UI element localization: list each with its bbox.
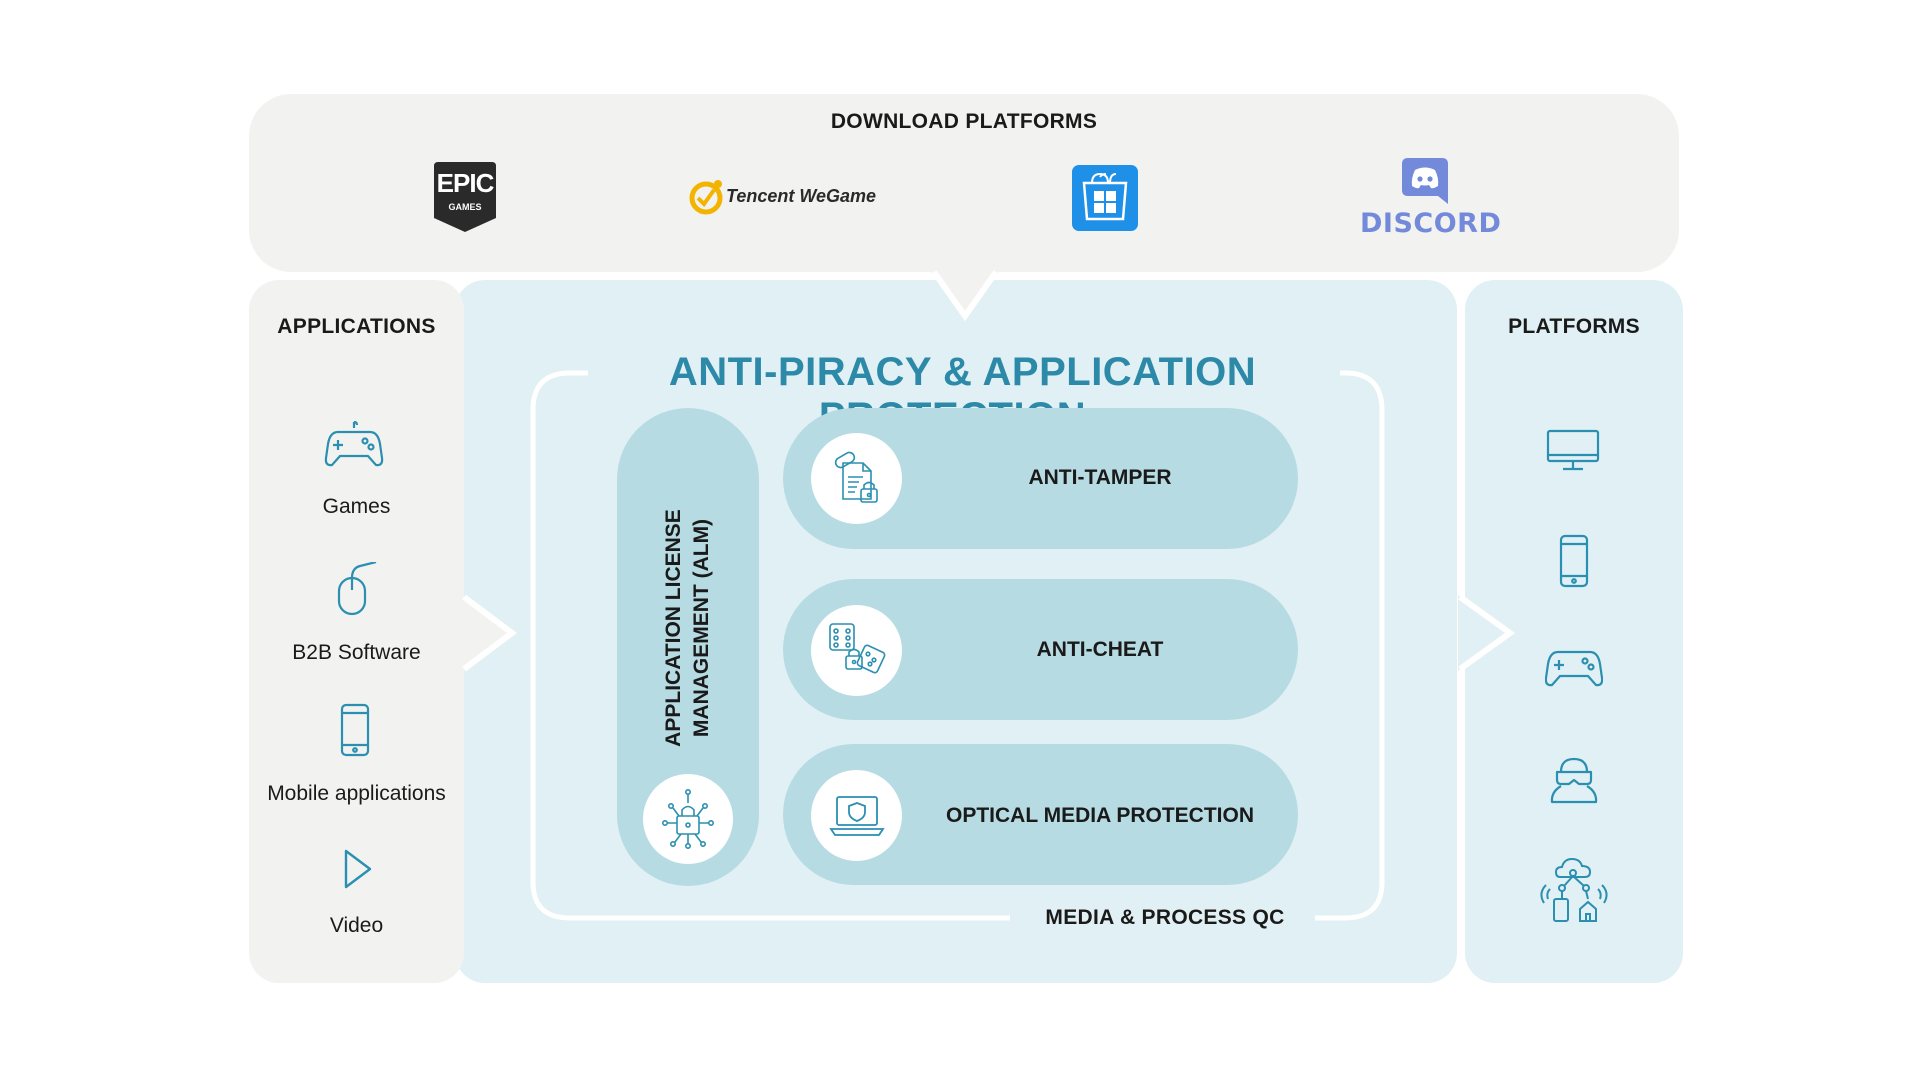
anti-cheat-icon-circle (811, 605, 902, 696)
anti-cheat-label: ANTI-CHEAT (1036, 638, 1164, 661)
microsoft-store-logo[interactable] (1072, 165, 1138, 231)
epic-logo-line2: GAMES (448, 202, 482, 212)
discord-bubble-icon (1402, 158, 1448, 204)
mouse-icon (337, 562, 377, 616)
alm-label-line1: APPLICATION LICENSE (662, 509, 685, 747)
epic-games-shield-icon (434, 162, 496, 232)
gamepad-icon (1545, 650, 1603, 687)
discord-logo[interactable]: DISCORD (1360, 158, 1502, 239)
circuit-lock-icon (662, 788, 714, 849)
dice-lock-icon (828, 622, 885, 673)
anti-tamper-label: ANTI-TAMPER (1028, 466, 1172, 489)
top-connector-arrow (930, 270, 1000, 322)
smartphone-icon (340, 703, 370, 757)
vr-headset-icon (1550, 757, 1598, 804)
play-icon (344, 849, 372, 889)
platforms-heading: PLATFORMS (1508, 315, 1640, 338)
smartphone-icon (1559, 534, 1589, 588)
cloud-iot-icon (1540, 857, 1608, 922)
applications-heading: APPLICATIONS (277, 315, 436, 338)
media-process-qc-wrap: MEDIA & PROCESS QC (1015, 906, 1315, 930)
alm-label-wrap: APPLICATION LICENSE MANAGEMENT (ALM) (558, 505, 818, 747)
applications-panel (249, 280, 464, 983)
download-platforms-heading: DOWNLOAD PLATFORMS (830, 110, 1098, 133)
anti-tamper-icon-circle (811, 433, 902, 524)
optical-media-protection-label: OPTICAL MEDIA PROTECTION (945, 804, 1254, 827)
applications-connector-arrow (460, 595, 517, 671)
wegame-swirl-icon (689, 180, 723, 215)
media-process-qc-label: MEDIA & PROCESS QC (1045, 906, 1285, 929)
application-label-mobile-applications: Mobile applications (267, 782, 446, 805)
application-label-games: Games (322, 495, 391, 518)
microsoft-store-icon (1072, 165, 1138, 231)
application-label-b2b-software: B2B Software (292, 641, 421, 664)
platforms-connector-arrow (1458, 595, 1516, 671)
optical-media-icon-circle (811, 770, 902, 861)
alm-label-line2: MANAGEMENT (ALM) (690, 518, 713, 738)
epic-games-logo[interactable]: EPIC GAMES (434, 162, 496, 232)
monitor-icon (1546, 429, 1600, 471)
application-label-video: Video (329, 914, 384, 937)
tencent-wegame-logo[interactable]: Tencent WeGame (688, 174, 888, 220)
gamepad-icon (324, 420, 384, 467)
epic-logo-line1: EPIC (436, 168, 495, 198)
discord-logo-text: DISCORD (1360, 208, 1502, 239)
document-lock-icon (834, 451, 878, 503)
protection-frame (530, 370, 1385, 921)
wegame-logo-text: Tencent WeGame (726, 186, 877, 206)
alm-icon-circle (643, 774, 733, 864)
laptop-shield-icon (828, 795, 885, 836)
